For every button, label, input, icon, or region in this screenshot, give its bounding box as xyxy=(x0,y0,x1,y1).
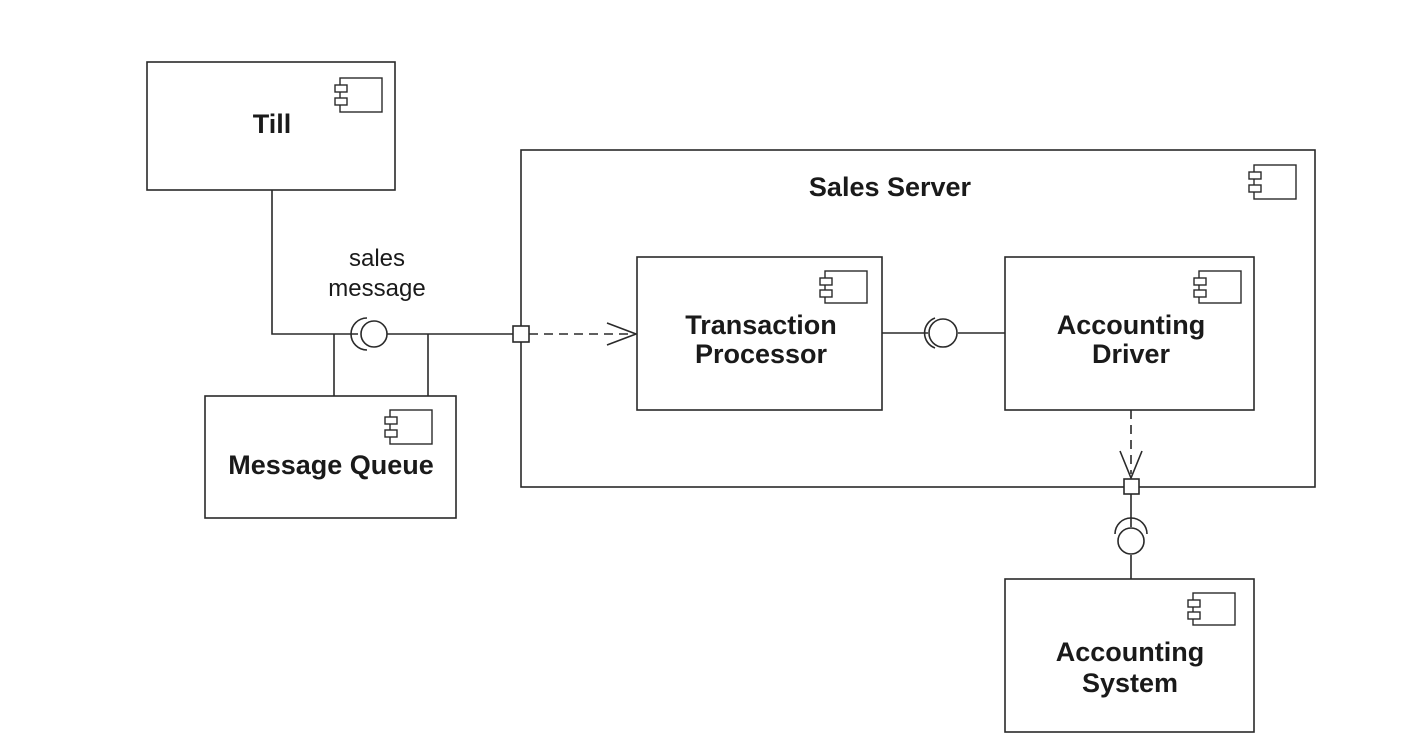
delegation-dependency-arrow xyxy=(529,322,639,346)
sales-server-output-port xyxy=(1123,478,1140,495)
uml-component-icon xyxy=(1193,270,1242,304)
accounting-system-label-line2: System xyxy=(1082,668,1178,698)
accounting-system-interface xyxy=(1114,517,1148,555)
sales-server-label: Sales Server xyxy=(809,172,972,202)
till-label: Till xyxy=(253,109,292,139)
sales-server-input-port xyxy=(512,325,530,343)
uml-component-icon xyxy=(384,409,433,445)
till-to-sales-message-connector xyxy=(271,190,358,335)
message-queue-component[interactable]: Message Queue xyxy=(204,395,457,519)
sales-message-label-line2: message xyxy=(328,275,425,302)
transaction-processor-label-line1: Transaction xyxy=(685,310,837,340)
accounting-dependency-arrow xyxy=(1119,410,1143,481)
connectors xyxy=(271,190,1132,579)
sales-message-label-line1: sales xyxy=(349,245,405,272)
uml-component-icon xyxy=(1187,592,1236,626)
accounting-driver-label-line1: Accounting xyxy=(1057,310,1206,340)
accounting-driver-label-line2: Driver xyxy=(1092,339,1171,369)
accounting-system-component[interactable]: Accounting System xyxy=(1004,578,1255,733)
transaction-processor-component[interactable]: Transaction Processor xyxy=(636,256,883,411)
message-queue-label: Message Queue xyxy=(228,450,434,480)
uml-component-icon xyxy=(1248,164,1297,200)
accounting-driver-component[interactable]: Accounting Driver xyxy=(1004,256,1255,411)
uml-component-icon xyxy=(334,77,383,113)
sales-message-interface xyxy=(350,317,388,351)
uml-component-icon xyxy=(819,270,868,304)
accounting-system-label-line1: Accounting xyxy=(1056,637,1205,667)
sales-server-component[interactable]: Sales Server xyxy=(520,149,1316,488)
transaction-processor-label-line2: Processor xyxy=(695,339,828,369)
till-component[interactable]: Till xyxy=(146,61,396,191)
processor-driver-interface xyxy=(923,317,958,349)
